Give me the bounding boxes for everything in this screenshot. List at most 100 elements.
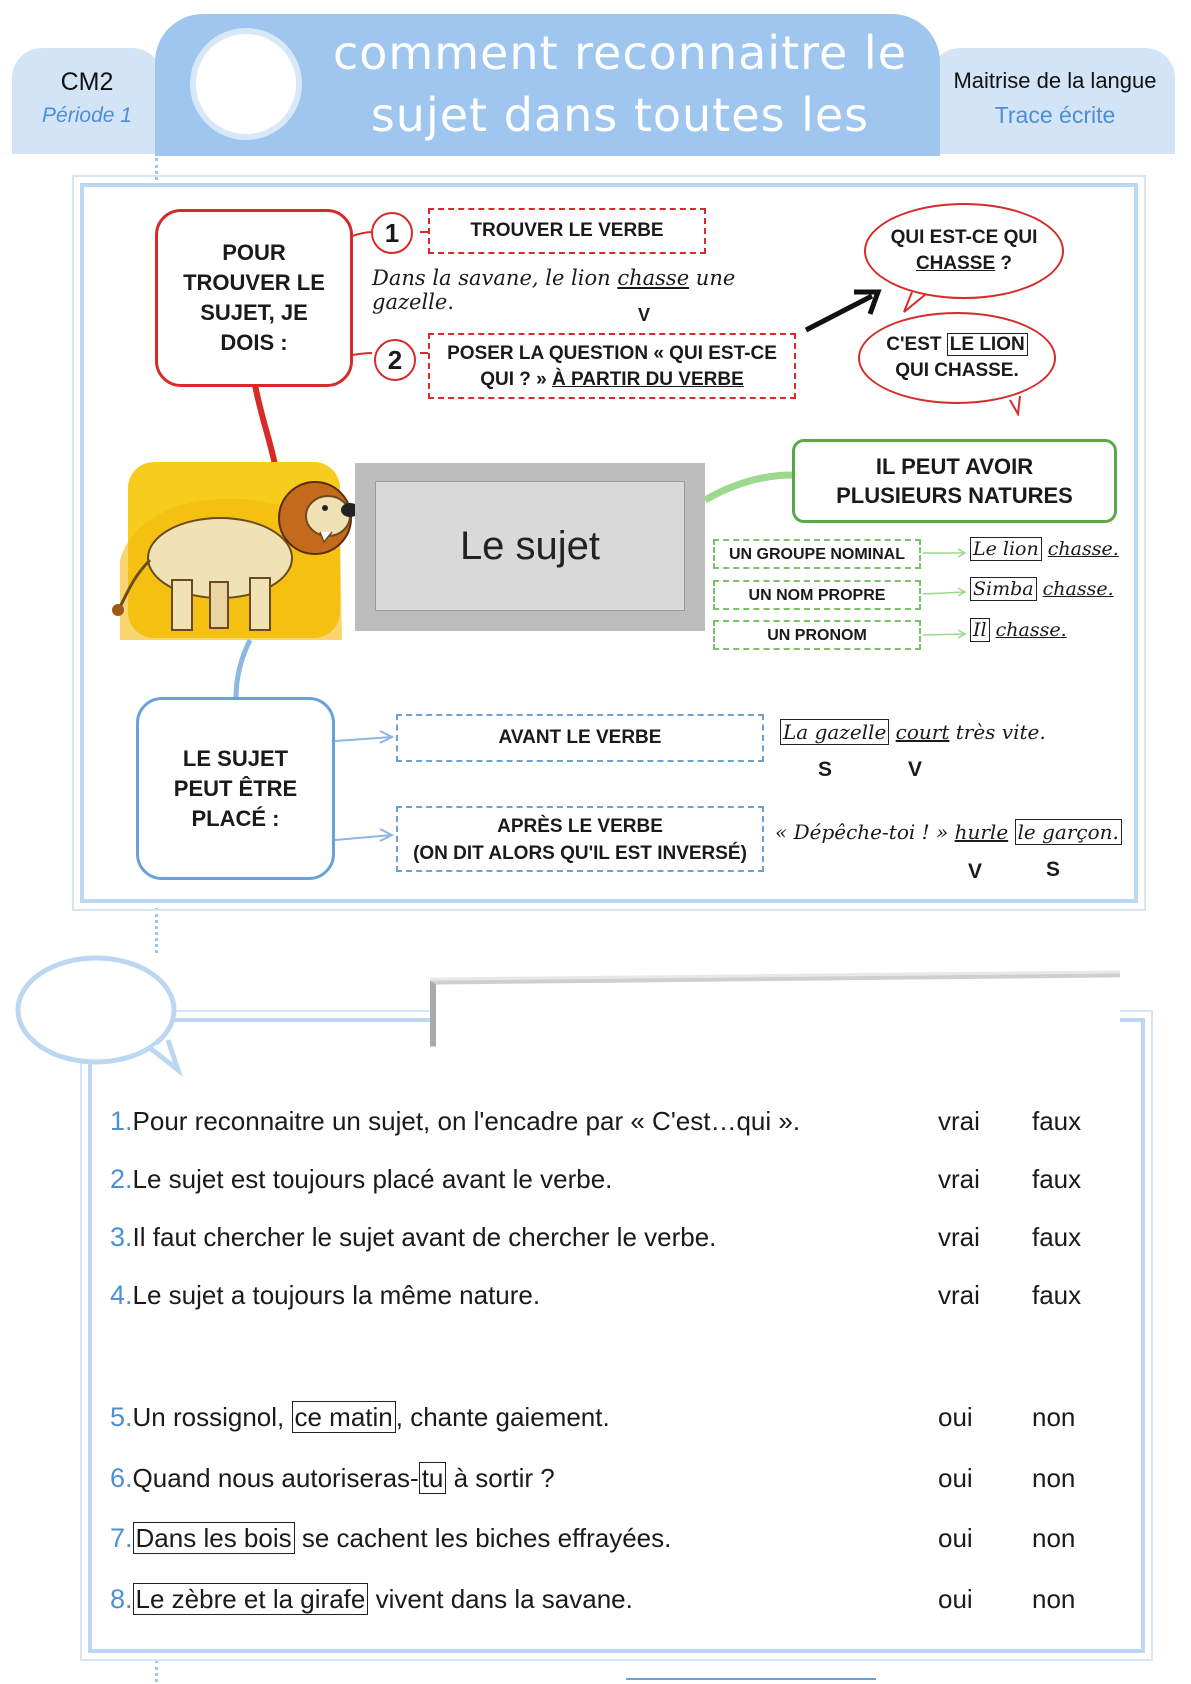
step-2-box: POSER LA QUESTION « QUI EST-CE QUI ? » À… xyxy=(428,333,796,399)
nature-row: UN PRONOM xyxy=(713,620,921,650)
answer-option-vrai[interactable]: vrai xyxy=(938,1222,980,1252)
bubble-answer-subject: LE LION xyxy=(946,333,1028,356)
nature-example: Simba chasse. xyxy=(970,577,1114,601)
map-connectors xyxy=(233,231,967,842)
on-question-row: 5.Un rossignol, ce matin, chante gaiemen… xyxy=(110,1397,1110,1437)
question-text-post: , chante gaiement. xyxy=(395,1402,610,1432)
question-boxed-group: Dans les bois xyxy=(132,1522,295,1554)
arrow-icon xyxy=(804,289,882,333)
step-2-label-c: À PARTIR DU VERBE xyxy=(552,369,744,390)
example-post: une gazelle. xyxy=(372,266,736,314)
placement-title: LE SUJET PEUT ÊTRE PLACÉ : xyxy=(173,745,298,831)
example-sentence: Dans la savane, le lion chasse une gazel… xyxy=(372,266,802,314)
nature-example: Il chasse. xyxy=(970,618,1067,642)
question-text: Le sujet est toujours placé avant le ver… xyxy=(132,1164,613,1194)
placement-box: LE SUJET PEUT ÊTRE PLACÉ : xyxy=(136,697,335,880)
answer-option-non[interactable]: non xyxy=(1032,1523,1076,1553)
bubble-question-a: QUI EST-CE QUI xyxy=(890,227,1038,248)
after-example-subject: le garçon. xyxy=(1014,819,1122,845)
answer-option-non[interactable]: non xyxy=(1032,1584,1076,1614)
answer-option-vrai[interactable]: vrai xyxy=(938,1280,980,1310)
pour-trouver-box: POUR TROUVER LE SUJET, JE DOIS : xyxy=(155,209,353,387)
period-label: Période 1 xyxy=(42,104,132,127)
answer-option-faux[interactable]: faux xyxy=(1032,1222,1082,1252)
answer-option-vrai[interactable]: vrai xyxy=(938,1164,980,1194)
answer-option-oui[interactable]: oui xyxy=(938,1463,973,1493)
after-verb-box: APRÈS LE VERBE (ON DIT ALORS QU'IL EST I… xyxy=(396,806,764,872)
example-pre: Dans la savane, le lion xyxy=(372,266,618,290)
question-text: Pour reconnaitre un sujet, on l'encadre … xyxy=(132,1106,801,1136)
bubble-question-mark: ? xyxy=(995,253,1013,274)
bottom-divider xyxy=(626,1678,876,1680)
after-example: « Dépêche-toi ! » hurle le garçon. xyxy=(775,819,1122,845)
nature-label: UN GROUPE NOMINAL xyxy=(729,546,905,563)
vf-question-row: 4.Le sujet a toujours la même nature. vr… xyxy=(110,1275,1110,1315)
step-2-label-b: QUI ? » xyxy=(480,369,552,390)
natures-title: IL PEUT AVOIR PLUSIEURS NATURES xyxy=(836,454,1073,508)
step-1-box: TROUVER LE VERBE xyxy=(428,208,706,254)
vf-question-row: 2.Le sujet est toujours placé avant le v… xyxy=(110,1159,1110,1199)
nature-example-verb: chasse. xyxy=(995,619,1067,641)
question-boxed-group: tu xyxy=(418,1462,447,1494)
header-right-tab xyxy=(930,48,1175,154)
after-verb-label-b: (ON DIT ALORS QU'IL EST INVERSÉ) xyxy=(413,843,747,864)
on-question-row: 7.Dans les bois se cachent les biches ef… xyxy=(110,1518,1110,1558)
exercise-card xyxy=(80,1010,1153,1661)
answer-option-oui[interactable]: oui xyxy=(938,1523,973,1553)
question-boxed-group: ce matin xyxy=(291,1401,396,1433)
natures-box: IL PEUT AVOIR PLUSIEURS NATURES xyxy=(792,439,1117,523)
answer-option-vrai[interactable]: vrai xyxy=(938,1106,980,1136)
vf-question-row: 3.Il faut chercher le sujet avant de che… xyxy=(110,1217,1110,1257)
nature-example: Le lion chasse. xyxy=(970,537,1119,561)
before-example-subject: La gazelle xyxy=(780,719,890,745)
question-number: 1. xyxy=(110,1106,133,1136)
answer-option-non[interactable]: non xyxy=(1032,1402,1076,1432)
speech-bubble-shapes xyxy=(903,291,1021,416)
before-verb-box: AVANT LE VERBE xyxy=(396,714,764,762)
question-text-post: à sortir ? xyxy=(446,1463,555,1493)
answer-option-faux[interactable]: faux xyxy=(1032,1164,1082,1194)
example-verb: chasse xyxy=(617,266,690,290)
answer-option-faux[interactable]: faux xyxy=(1032,1280,1082,1310)
pour-trouver-text: POUR TROUVER LE SUJET, JE DOIS : xyxy=(183,240,325,355)
step-1-number: 1 xyxy=(371,212,413,254)
header-circle xyxy=(190,28,302,140)
question-text-pre: Un rossignol, xyxy=(132,1402,292,1432)
question-text: Le sujet a toujours la même nature. xyxy=(132,1280,541,1310)
on-question-row: 6.Quand nous autoriseras-tu à sortir ? o… xyxy=(110,1458,1110,1498)
step-2-number: 2 xyxy=(374,339,416,381)
nature-row: UN GROUPE NOMINAL xyxy=(713,539,921,569)
central-plaque-face: Le sujet xyxy=(375,481,685,611)
bubble-answer-post: QUI CHASSE. xyxy=(895,360,1019,381)
nature-example-subject: Le lion xyxy=(970,537,1042,561)
before-example-post: très vite. xyxy=(949,720,1046,744)
title-line-1: comment reconnaitre le xyxy=(332,26,908,80)
before-example: La gazelle court très vite. xyxy=(780,719,1046,745)
vf-question-row: 1.Pour reconnaitre un sujet, on l'encadr… xyxy=(110,1101,1110,1141)
answer-bubble: C'EST LE LION QUI CHASSE. xyxy=(858,312,1056,404)
answer-option-faux[interactable]: faux xyxy=(1032,1106,1082,1136)
answer-option-oui[interactable]: oui xyxy=(938,1584,973,1614)
question-number: 6. xyxy=(110,1463,133,1493)
dotted-connector xyxy=(155,1660,158,1682)
question-text-pre: Quand nous autoriseras- xyxy=(132,1463,419,1493)
question-number: 2. xyxy=(110,1164,133,1194)
central-label: Le sujet xyxy=(459,523,601,568)
question-text-post: se cachent les biches effrayées. xyxy=(294,1523,672,1553)
answer-option-non[interactable]: non xyxy=(1032,1463,1076,1493)
after-verb-label-a: APRÈS LE VERBE xyxy=(497,816,663,837)
header-left-tab xyxy=(12,48,162,154)
question-number: 3. xyxy=(110,1222,133,1252)
before-v-label: V xyxy=(908,758,923,781)
question-text-post: vivent dans la savane. xyxy=(368,1584,633,1614)
question-number: 8. xyxy=(110,1584,133,1614)
after-v-label: V xyxy=(968,860,983,883)
question-text: Il faut chercher le sujet avant de cherc… xyxy=(132,1222,717,1252)
answer-option-oui[interactable]: oui xyxy=(938,1402,973,1432)
bubble-question-verb: CHASSE xyxy=(915,253,996,274)
step-2-label-a: POSER LA QUESTION « QUI EST-CE xyxy=(447,343,777,364)
nature-label: UN NOM PROPRE xyxy=(748,587,886,604)
bubble-answer-pre: C'EST xyxy=(886,334,947,355)
exercise-bubble xyxy=(15,955,184,1078)
central-plaque: Le sujet xyxy=(355,463,705,631)
